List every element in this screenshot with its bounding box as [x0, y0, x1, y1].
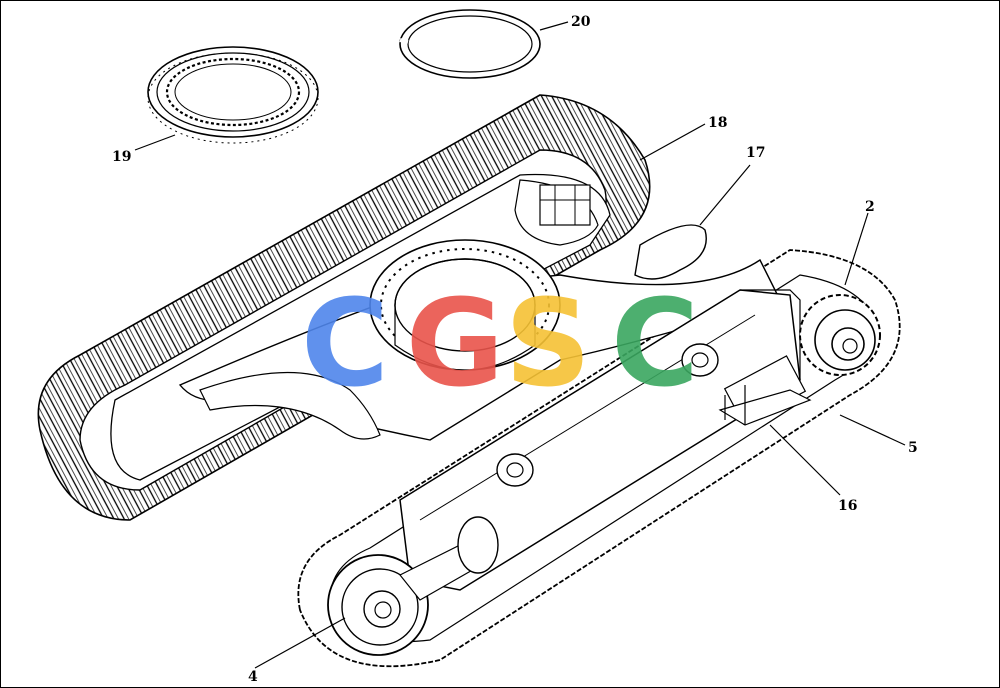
carrier-roller-2 — [496, 453, 534, 487]
watermark-letter: S — [505, 275, 591, 414]
watermark-letter: C — [301, 275, 389, 414]
drive-sprocket — [799, 294, 881, 376]
carrier-roller-1 — [681, 343, 719, 377]
center-frame — [178, 239, 781, 441]
callout-16: 16 — [838, 498, 857, 514]
callout-17: 17 — [746, 145, 765, 161]
track-guard — [718, 385, 812, 426]
snap-ring — [399, 9, 541, 79]
watermark-letter: G — [406, 275, 505, 414]
callout-2: 2 — [865, 199, 875, 215]
front-idler — [327, 516, 499, 656]
callout-5: 5 — [908, 440, 918, 456]
recoil-spring — [457, 516, 499, 574]
callout-18: 18 — [708, 115, 727, 131]
callout-19: 19 — [112, 149, 131, 165]
slewing-ring-bearing — [147, 46, 319, 144]
callout-4: 4 — [248, 669, 258, 685]
callout-20: 20 — [571, 14, 591, 30]
cover-plate — [634, 224, 707, 280]
watermark-letter: C — [611, 275, 699, 414]
leader-lines — [134, 21, 906, 669]
